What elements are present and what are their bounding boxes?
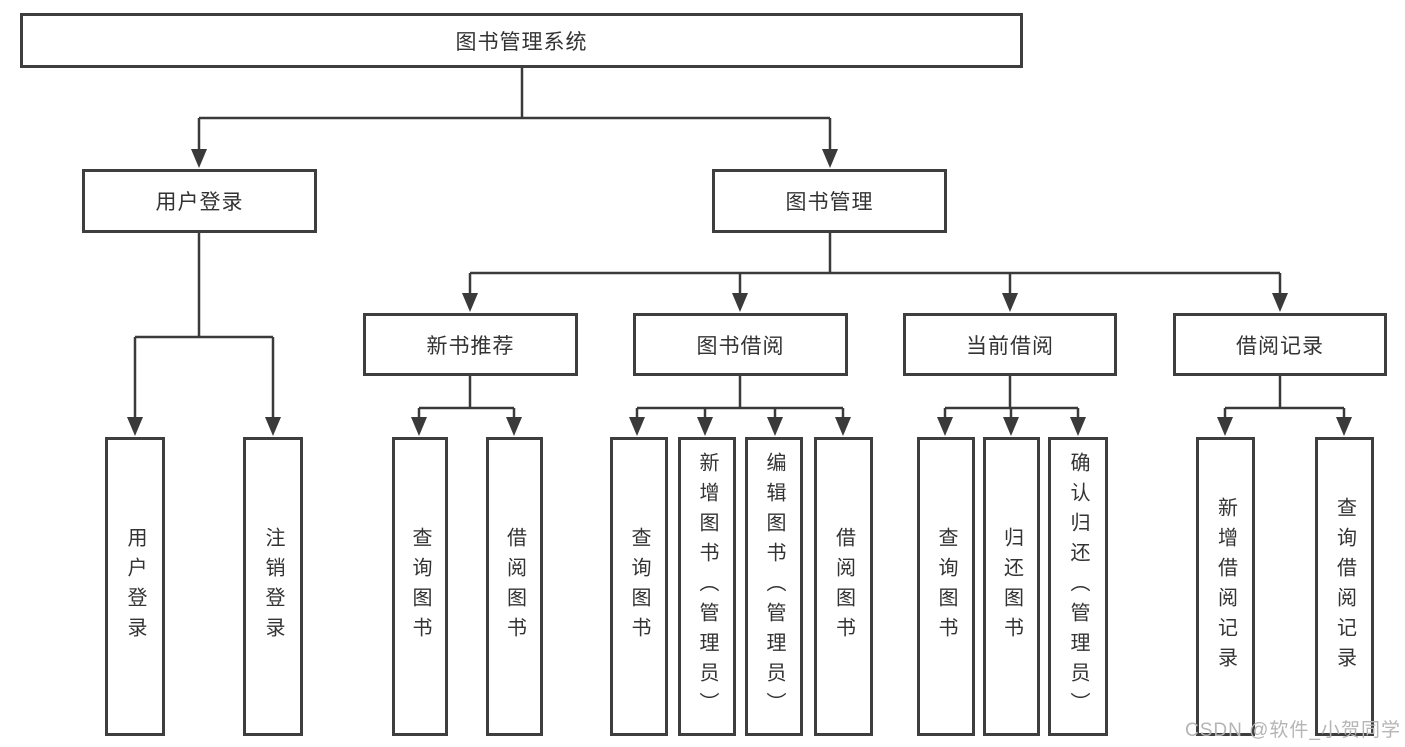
- leaf-logout-label: 注销登录: [262, 526, 284, 647]
- leaf-logout: 注销登录: [243, 437, 303, 736]
- leaf-borrow-books-recommend-label: 借阅图书: [503, 526, 526, 647]
- node-current-borrow: 当前借阅: [903, 313, 1117, 376]
- node-user-login: 用户登录: [82, 169, 317, 233]
- node-current-borrow-label: 当前借阅: [966, 334, 1054, 358]
- leaf-add-borrow-record: 新增借阅记录: [1196, 437, 1255, 736]
- node-new-book-recommend: 新书推荐: [363, 313, 578, 376]
- leaf-query-borrow-record-label: 查询借阅记录: [1333, 496, 1356, 677]
- leaf-query-borrow-record: 查询借阅记录: [1315, 437, 1374, 736]
- leaf-add-book-admin-label: 新增图书（管理员）: [696, 451, 718, 722]
- leaf-return-book: 归还图书: [983, 437, 1040, 736]
- leaf-borrow-books-borrow-label: 借阅图书: [832, 526, 855, 647]
- leaf-return-book-label: 归还图书: [1000, 526, 1023, 647]
- leaf-query-books-current-label: 查询图书: [935, 526, 957, 647]
- leaf-query-books-borrow-label: 查询图书: [628, 526, 650, 647]
- connector-lines: [133, 68, 1346, 422]
- csdn-watermark: CSDN @软件_小贺同学: [1185, 720, 1401, 741]
- node-user-login-label: 用户登录: [155, 191, 244, 214]
- node-new-book-recommend-label: 新书推荐: [426, 334, 515, 358]
- leaf-query-books-current: 查询图书: [917, 437, 975, 736]
- leaf-add-borrow-record-label: 新增借阅记录: [1214, 496, 1237, 677]
- arrowheads: [127, 149, 1352, 436]
- node-book-management: 图书管理: [712, 169, 947, 233]
- leaf-confirm-return-admin-label: 确认归还（管理员）: [1067, 451, 1089, 722]
- node-book-management-label: 图书管理: [785, 191, 874, 214]
- node-root-label: 图书管理系统: [455, 30, 588, 54]
- leaf-borrow-books-borrow: 借阅图书: [814, 437, 873, 736]
- node-root-library-system: 图书管理系统: [20, 13, 1023, 68]
- node-book-borrow: 图书借阅: [633, 313, 848, 376]
- node-book-borrow-label: 图书借阅: [696, 334, 785, 358]
- leaf-confirm-return-admin: 确认归还（管理员）: [1048, 437, 1108, 736]
- leaf-add-book-admin: 新增图书（管理员）: [678, 437, 736, 736]
- leaf-edit-book-admin: 编辑图书（管理员）: [745, 437, 803, 736]
- leaf-user-login-label: 用户登录: [124, 526, 146, 647]
- node-borrow-records: 借阅记录: [1173, 313, 1387, 376]
- leaf-user-login: 用户登录: [105, 437, 165, 736]
- leaf-query-books-borrow: 查询图书: [610, 437, 668, 736]
- leaf-edit-book-admin-label: 编辑图书（管理员）: [763, 451, 785, 722]
- node-borrow-records-label: 借阅记录: [1236, 334, 1324, 358]
- leaf-query-books-recommend: 查询图书: [392, 437, 448, 736]
- leaf-query-books-recommend-label: 查询图书: [409, 526, 431, 647]
- leaf-borrow-books-recommend: 借阅图书: [486, 437, 543, 736]
